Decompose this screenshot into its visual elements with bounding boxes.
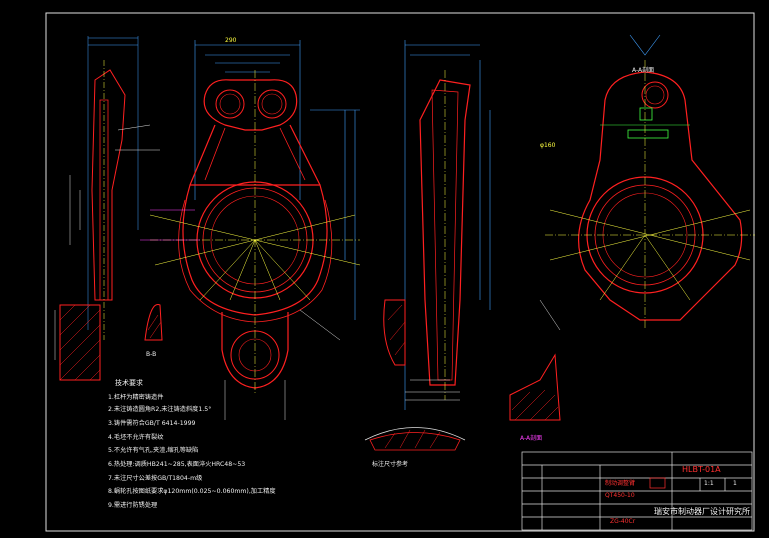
section-label-aa-small: A-A剖面: [520, 435, 543, 442]
note-item: 2.未注铸造圆角R2,未注铸造斜度1.5°: [108, 406, 212, 413]
right-section-view: [509, 34, 755, 421]
scale-value: 1:1: [704, 480, 714, 487]
note-item: 5.不允许有气孔,夹渣,缩孔等缺陷: [108, 447, 199, 454]
drawing-border: [45, 12, 755, 532]
note-item: 3.铸件需符合GB/T 6414-1999: [108, 420, 196, 427]
material: ZG-40Cr: [610, 518, 636, 525]
part-name: 制动调整臂: [605, 480, 636, 487]
title-block: [521, 451, 753, 531]
note-item: 6.热处理:调质HB241~285,表面淬火HRC48~53: [108, 461, 246, 468]
note-item: 8.蜗轮孔按图纸要求φ120mm(0.025~0.060mm),加工精度: [108, 488, 276, 495]
company-name: 瑞安市制动器厂设计研究所: [654, 507, 750, 516]
notes-title: 技术要求: [115, 379, 143, 387]
part-spec: QT450-10: [605, 492, 635, 499]
view-note: 标注尺寸参考: [372, 461, 409, 468]
note-item: 7.未注尺寸公差按GB/T1804-m级: [108, 475, 203, 482]
main-front-view: [140, 40, 361, 420]
note-item: 9.需进行防锈处理: [108, 502, 158, 509]
section-label-aa: A-A剖面: [632, 67, 655, 74]
left-side-view: [54, 36, 163, 381]
note-item: 1.杠杆为精密铸造件: [108, 394, 164, 401]
middle-side-view: [364, 40, 491, 451]
section-label-bb: B-B: [146, 351, 157, 358]
dim-label-top: 290: [225, 37, 237, 44]
note-item: 4.毛坯不允许有裂纹: [108, 434, 164, 441]
sheet-value: 1: [733, 480, 737, 487]
drawing-number: HLBT-01A: [682, 465, 721, 474]
dim-label-right: φ160: [540, 142, 556, 149]
